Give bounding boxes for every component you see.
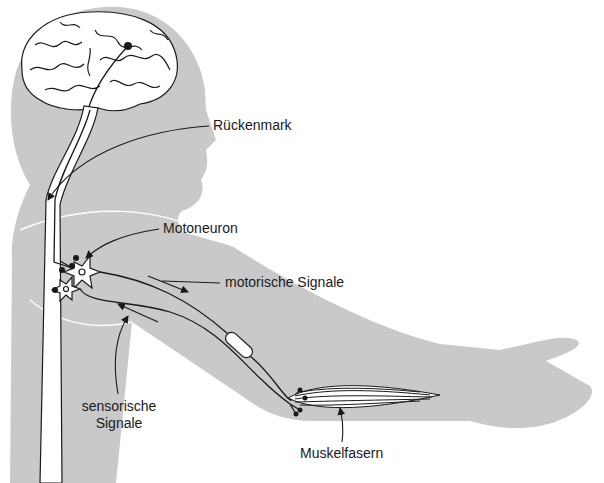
motor-endplates [294,388,308,417]
sensory-signal-arrow [118,304,158,322]
nerve-fibre [80,272,305,414]
myelin-sheath [223,330,255,360]
descending-fibre [54,110,90,268]
motor-signal-arrow [148,276,188,292]
brain [22,12,178,111]
muscle [288,386,440,408]
body-silhouette [10,7,592,483]
sensory-neuron [52,277,80,301]
callout-label: sensorische Signale [74,398,164,432]
synapse-dots [52,255,79,293]
callout-label: Rückenmark [213,117,292,134]
callout-label: Muskelfasern [300,445,383,462]
callout-label: motorische Signale [225,274,344,291]
descending-fibre [50,46,128,268]
callout-label: Motoneuron [163,220,238,237]
spinal-cord [40,106,98,483]
